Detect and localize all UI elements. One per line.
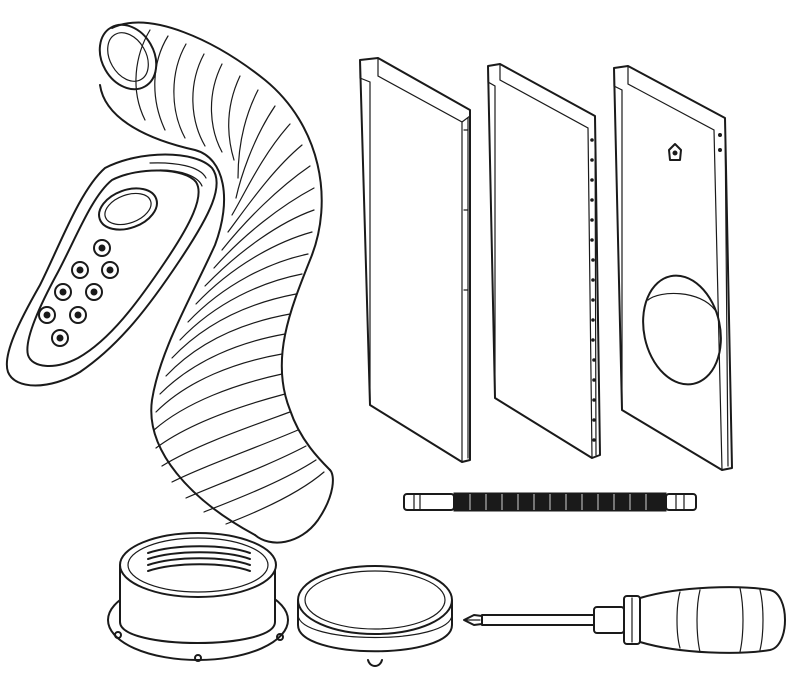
window-panel-icon-2 — [487, 63, 601, 459]
lock-icon — [668, 143, 682, 161]
remote-buttons — [38, 239, 119, 347]
window-panel-icon-1 — [359, 57, 471, 463]
panel-holes — [590, 138, 596, 442]
outlet-opening — [642, 274, 722, 386]
window-panel-outlet-icon — [613, 65, 733, 471]
remote-control-icon — [5, 153, 218, 387]
exhaust-hose-icon — [98, 21, 334, 544]
lock-bar-icon — [403, 492, 697, 512]
ring-adapter-icon — [107, 532, 289, 662]
screwdriver-icon — [463, 586, 786, 654]
ring-connector-icon — [297, 565, 453, 667]
